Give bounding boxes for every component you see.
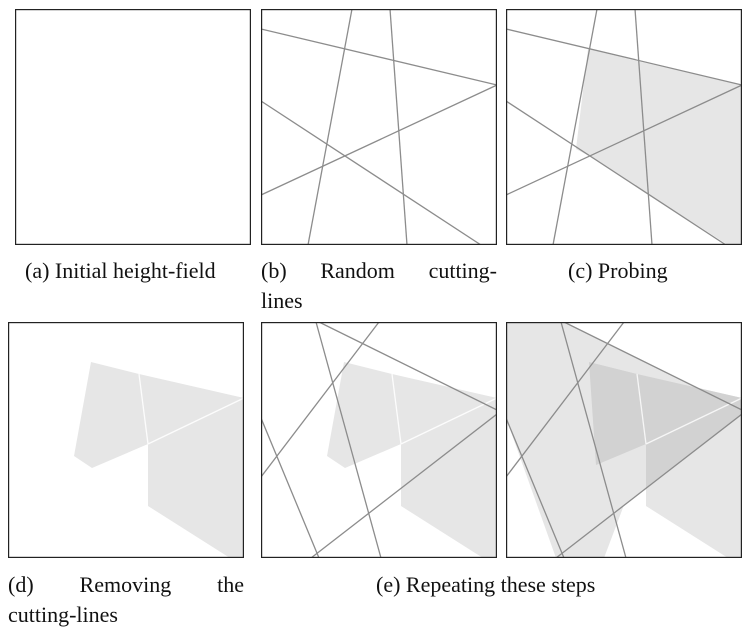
panel-border: [15, 9, 251, 245]
caption-d-word: (d): [8, 572, 34, 597]
panel-b-random-cutting-lines: [261, 9, 497, 245]
caption-b-line1: (b) Random cutting-: [261, 256, 497, 286]
panel-d-removing-cutting-lines: [8, 322, 244, 558]
cutting-line: [560, 322, 627, 558]
cutting-line: [506, 100, 727, 245]
cutting-line: [261, 417, 320, 558]
panel-border: [261, 322, 497, 558]
cutting-line: [307, 9, 353, 245]
cutting-line: [389, 9, 408, 245]
caption-d-word: the: [217, 572, 244, 597]
caption-a: (a) Initial height-field: [25, 258, 216, 283]
panel-c-probing: [506, 9, 742, 245]
caption-d-word: Removing: [79, 572, 172, 597]
cutting-line: [261, 84, 497, 196]
cutting-line: [261, 100, 482, 245]
panel-border: [506, 9, 742, 245]
caption-b-word: cutting-: [428, 258, 497, 283]
cutting-line: [261, 28, 497, 86]
cutting-line: [563, 322, 742, 411]
cutting-line: [506, 322, 625, 478]
panel-border: [506, 322, 742, 558]
caption-c: (c) Probing: [568, 258, 668, 283]
caption-b-word: (b): [261, 258, 287, 283]
cutting-line: [506, 28, 742, 86]
cutting-line: [634, 9, 653, 245]
cutting-line: [506, 417, 565, 558]
caption-b-line2: lines: [261, 288, 303, 313]
cutting-line: [261, 322, 380, 478]
cutting-line: [318, 322, 497, 411]
panel-e-repeat-probing: [506, 322, 742, 558]
panel-border: [8, 322, 244, 558]
panel-e-repeat-cutting-lines: [261, 322, 497, 558]
cutting-line: [310, 413, 497, 558]
panel-border: [261, 9, 497, 245]
panel-a-initial-height-field: [15, 9, 251, 245]
cutting-line: [506, 84, 742, 196]
cutting-line: [555, 413, 742, 558]
caption-d-line1: (d) Removing the: [8, 570, 244, 600]
raised-region: [327, 362, 497, 558]
overlap-region: [589, 362, 742, 488]
cutting-line: [552, 9, 598, 245]
cutting-line: [315, 322, 382, 558]
caption-d-line2: cutting-lines: [8, 602, 118, 627]
caption-e: (e) Repeating these steps: [376, 572, 596, 597]
raised-region: [74, 362, 244, 558]
probed-region: [576, 49, 742, 245]
caption-b-word: Random: [320, 258, 395, 283]
